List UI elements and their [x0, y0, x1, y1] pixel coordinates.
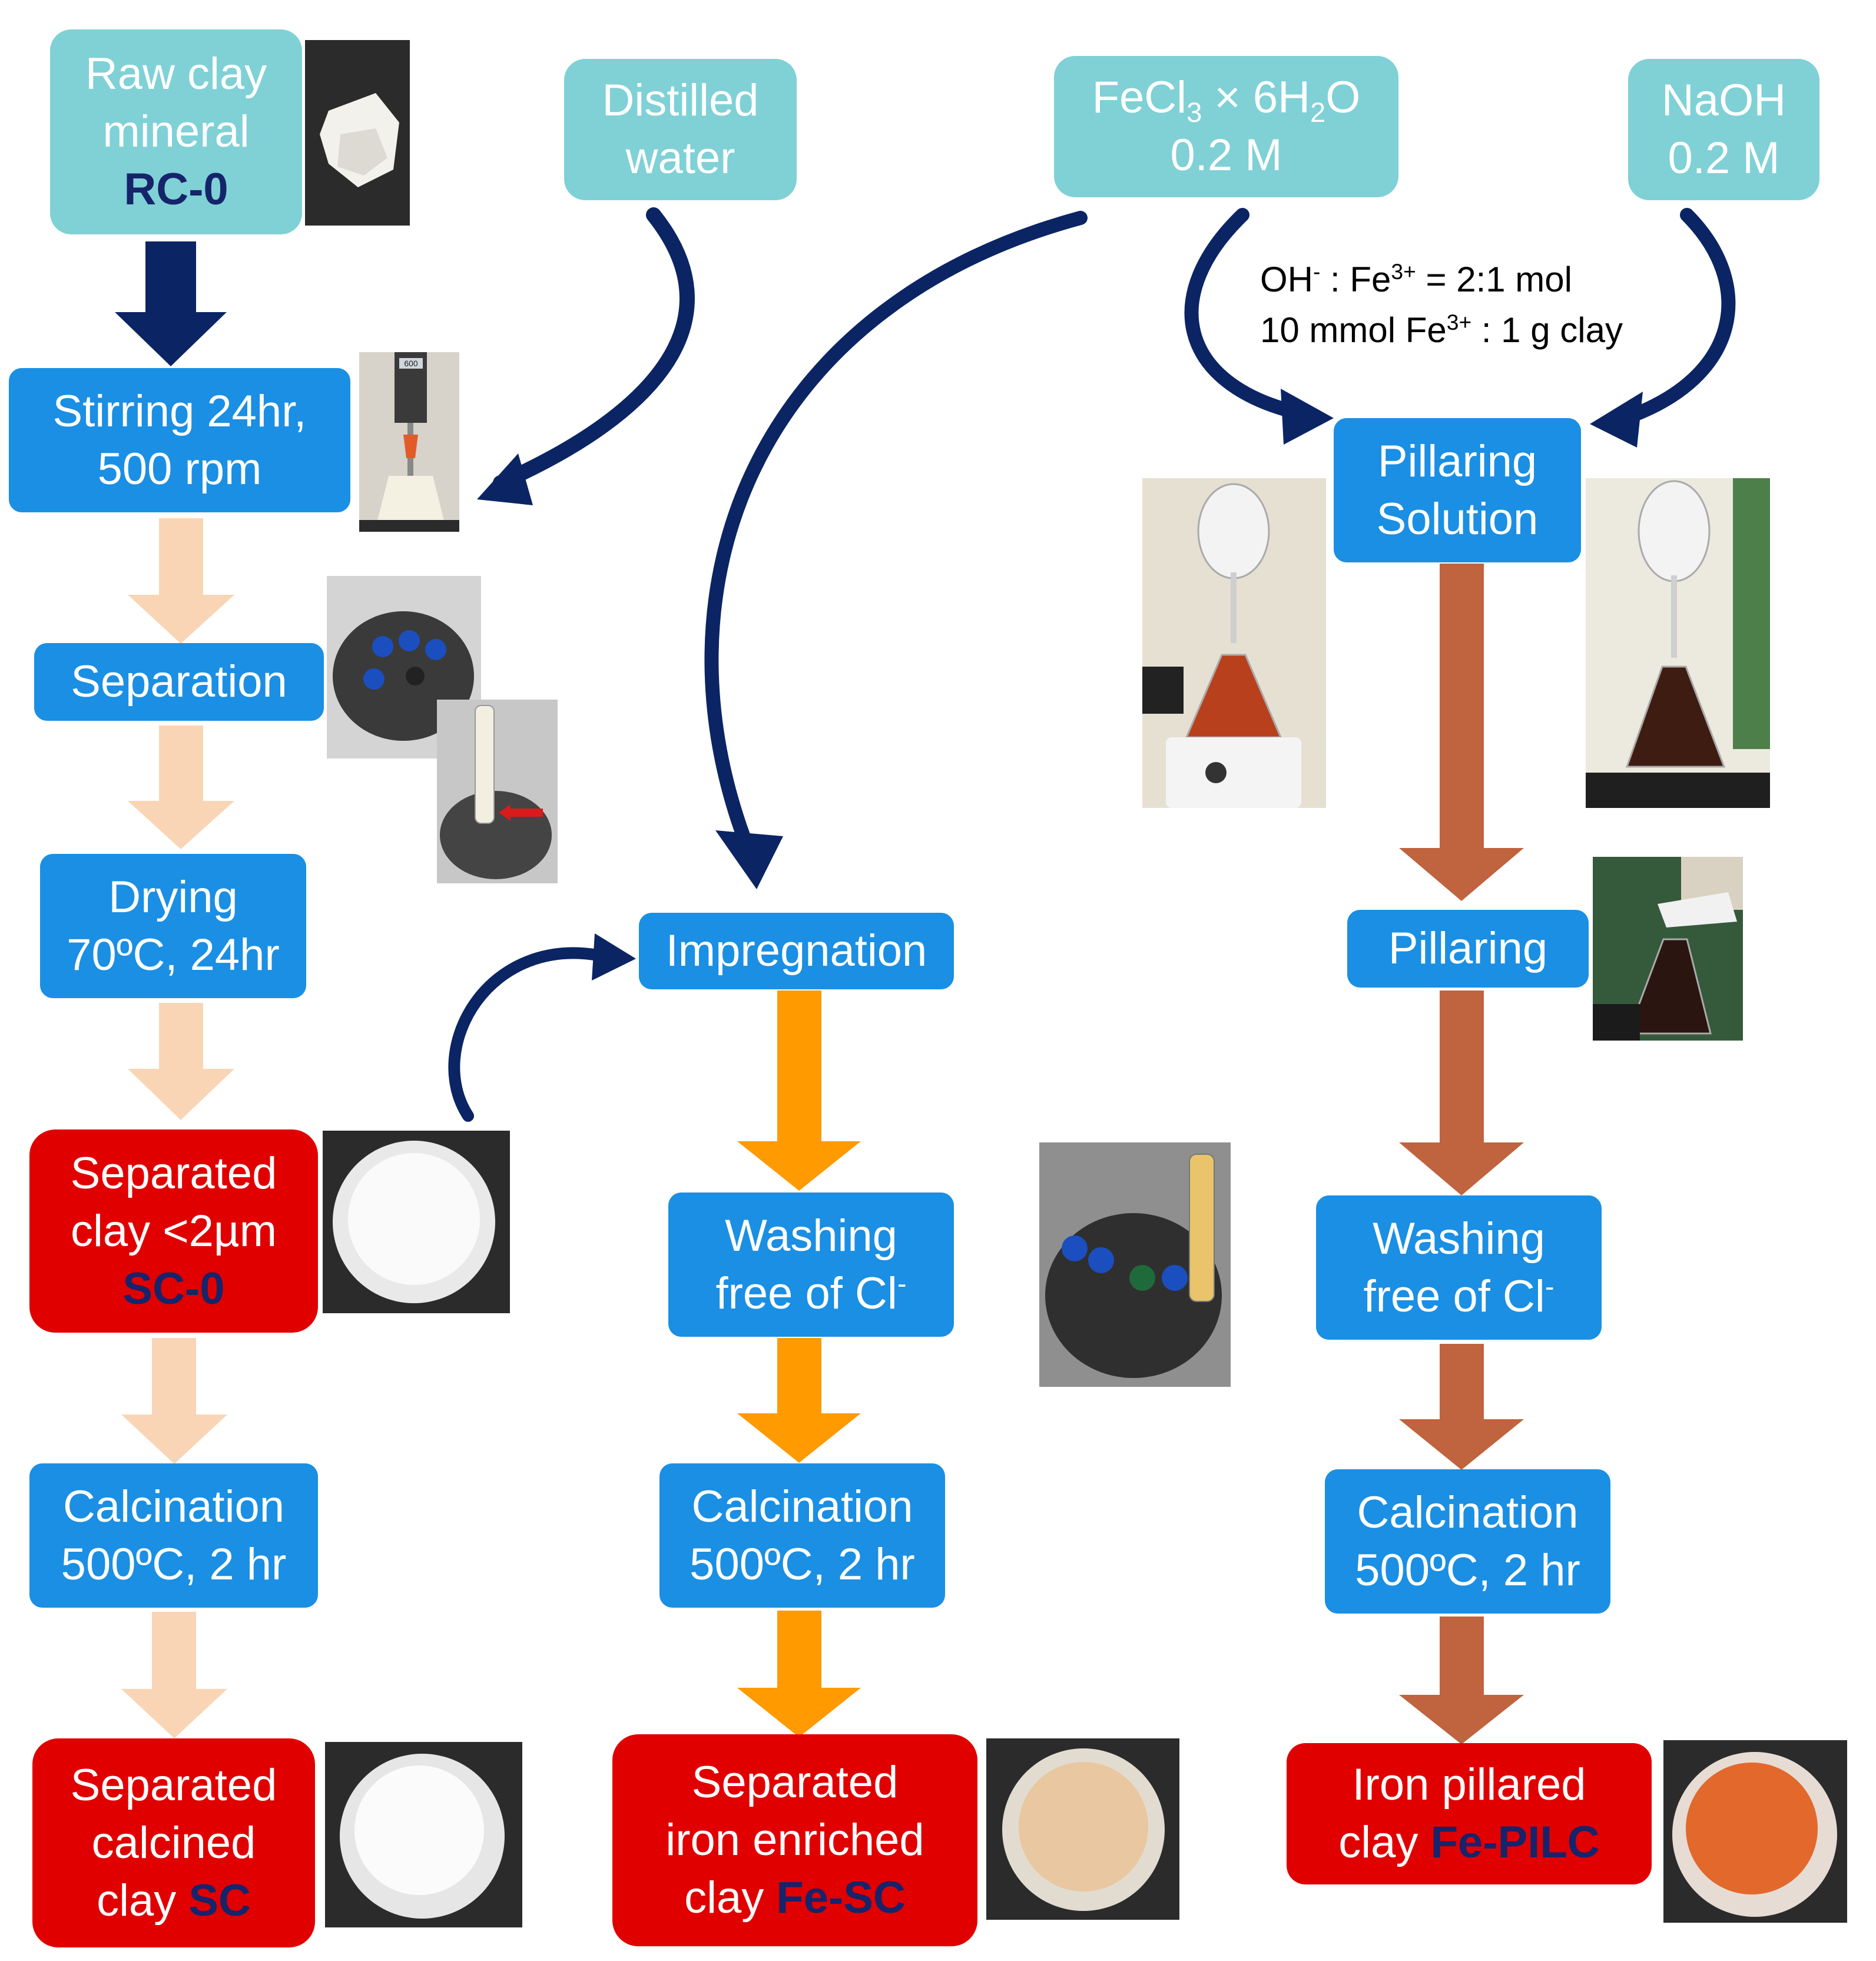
arrowhead-solution-right: [1590, 392, 1643, 448]
pillaring-label: Pillaring: [1388, 923, 1548, 973]
product-sc-box: Separated calcined clay SC: [32, 1738, 315, 1947]
curve-water-to-stirring: [493, 207, 695, 491]
ratio-line1: OH- : Fe3+ = 2:1 mol: [1260, 259, 1572, 299]
washing-box-middle: Washing free of Cl-: [668, 1192, 954, 1337]
raw-clay-photo: [305, 40, 410, 226]
fecl3-box: FeCl3 × 6H2O 0.2 M: [1054, 56, 1398, 197]
separated-code: SC-0: [122, 1263, 225, 1314]
calcination-right-line2: 500ºC, 2 hr: [1355, 1545, 1580, 1595]
arrow-washing-to-calcination: [737, 1338, 861, 1463]
solution-line1: Pillaring: [1377, 436, 1537, 486]
sc-powder-photo: [325, 1742, 522, 1927]
arrow-washing-to-calcination-r: [1399, 1344, 1524, 1470]
product-fepilc-box: Iron pillared clay Fe-PILC: [1287, 1743, 1652, 1884]
drying-box: Drying 70ºC, 24hr: [40, 854, 306, 998]
calcination-right-line1: Calcination: [1357, 1487, 1579, 1538]
product-fesc-box: Separated iron enriched clay Fe-SC: [612, 1734, 977, 1946]
calcination-left-line1: Calcination: [63, 1481, 284, 1532]
sc0-powder-photo: [323, 1131, 510, 1313]
drying-line1: Drying: [108, 872, 238, 922]
curve-fecl3-to-impregnation: [704, 211, 1088, 855]
stirring-line1: Stirring 24hr,: [52, 386, 307, 436]
washing-mid-line2: free of Cl-: [715, 1267, 907, 1319]
fecl3-formula: FeCl3 × 6H2O: [1092, 72, 1361, 128]
separated-clay-box: Separated clay <2µm SC-0: [29, 1129, 318, 1333]
arrow-calcination-to-product: [121, 1612, 227, 1738]
separated-line2: clay <2µm: [70, 1205, 277, 1256]
fesc-line2: iron enriched: [665, 1815, 924, 1865]
naoh-line1: NaOH: [1661, 75, 1786, 125]
calcination-box-right: Calcination 500ºC, 2 hr: [1325, 1469, 1610, 1614]
washing-right-line1: Washing: [1373, 1213, 1545, 1264]
stirrer-photo: 600: [359, 352, 459, 532]
arrow-rawclay-to-stirring: [115, 241, 227, 366]
water-line2: water: [625, 133, 735, 183]
separated-line1: Separated: [70, 1148, 277, 1198]
raw-clay-box: Raw clay mineral RC-0: [50, 29, 302, 234]
arrowhead-impregnation: [715, 830, 783, 889]
arrow-separation-to-drying: [128, 726, 234, 849]
pillaring-box: Pillaring: [1347, 910, 1589, 988]
impregnation-box: Impregnation: [639, 913, 954, 989]
centrifuge-tube-photo: [437, 700, 558, 883]
curve-sc0-to-impregnation: [448, 947, 612, 1122]
fepilc-line2: clay Fe-PILC: [1338, 1817, 1600, 1867]
arrowhead-water: [477, 453, 533, 505]
calcination-box-left: Calcination 500ºC, 2 hr: [29, 1463, 318, 1608]
pillaring-solution-box: Pillaring Solution: [1334, 418, 1581, 562]
pillaring-flask-photo-1: [1142, 478, 1326, 808]
separation-box: Separation: [34, 643, 324, 721]
arrow-calcination-to-pilc: [1399, 1616, 1524, 1744]
curve-fecl3-to-solution: [1184, 208, 1302, 419]
calcination-mid-line1: Calcination: [691, 1481, 913, 1532]
calcination-left-line2: 500ºC, 2 hr: [61, 1539, 287, 1589]
naoh-box: NaOH 0.2 M: [1628, 59, 1819, 200]
washing-centrifuge-photo: [1039, 1142, 1231, 1387]
washing-right-line2: free of Cl-: [1363, 1270, 1555, 1321]
stirrer-display: 600: [404, 359, 418, 368]
impregnation-label: Impregnation: [665, 926, 927, 976]
stirring-box: Stirring 24hr, 500 rpm: [9, 368, 350, 512]
curve-naoh-to-solution: [1618, 208, 1736, 425]
fesc-line3: clay Fe-SC: [684, 1873, 906, 1923]
ratio-line2: 10 mmol Fe3+ : 1 g clay: [1260, 310, 1623, 350]
solution-line2: Solution: [1376, 493, 1539, 544]
arrow-solution-to-pillaring: [1399, 564, 1524, 901]
arrow-stirring-to-separation: [128, 518, 234, 644]
pillaring-pour-photo: [1593, 857, 1743, 1041]
raw-clay-code: RC-0: [124, 164, 228, 214]
calcination-mid-line2: 500ºC, 2 hr: [690, 1539, 915, 1589]
fecl3-concentration: 0.2 M: [1170, 130, 1282, 180]
fesc-line1: Separated: [691, 1757, 899, 1807]
washing-mid-line1: Washing: [725, 1210, 897, 1261]
fepilc-line1: Iron pillared: [1352, 1760, 1586, 1810]
arrow-pillaring-to-washing: [1399, 991, 1524, 1195]
arrow-calcination-to-fesc: [737, 1611, 861, 1737]
washing-box-right: Washing free of Cl-: [1316, 1195, 1602, 1340]
raw-clay-line2: mineral: [102, 107, 250, 157]
calcination-box-middle: Calcination 500ºC, 2 hr: [659, 1463, 945, 1608]
sc-line2: calcined: [91, 1817, 256, 1868]
raw-clay-line1: Raw clay: [85, 49, 267, 99]
drying-line2: 70ºC, 24hr: [67, 929, 280, 980]
stirring-line2: 500 rpm: [97, 443, 262, 494]
naoh-line2: 0.2 M: [1668, 133, 1780, 183]
arrowhead-sc0: [592, 933, 636, 980]
distilled-water-box: Distilled water: [564, 59, 797, 200]
arrowhead-solution-left: [1281, 389, 1334, 445]
separation-label: Separation: [71, 657, 287, 707]
sc-line1: Separated: [70, 1760, 277, 1810]
fepilc-powder-photo: [1663, 1740, 1847, 1923]
sc-line3: clay SC: [97, 1875, 251, 1926]
water-line1: Distilled: [602, 75, 759, 125]
molar-ratio-note: OH- : Fe3+ = 2:1 mol 10 mmol Fe3+ : 1 g …: [1260, 254, 1623, 356]
arrow-separated-to-calcination: [121, 1338, 227, 1464]
fesc-powder-photo: [986, 1738, 1179, 1920]
arrow-impregnation-to-washing: [737, 991, 861, 1191]
arrow-drying-to-separated: [128, 1003, 234, 1120]
pillaring-flask-photo-2: [1586, 478, 1770, 808]
